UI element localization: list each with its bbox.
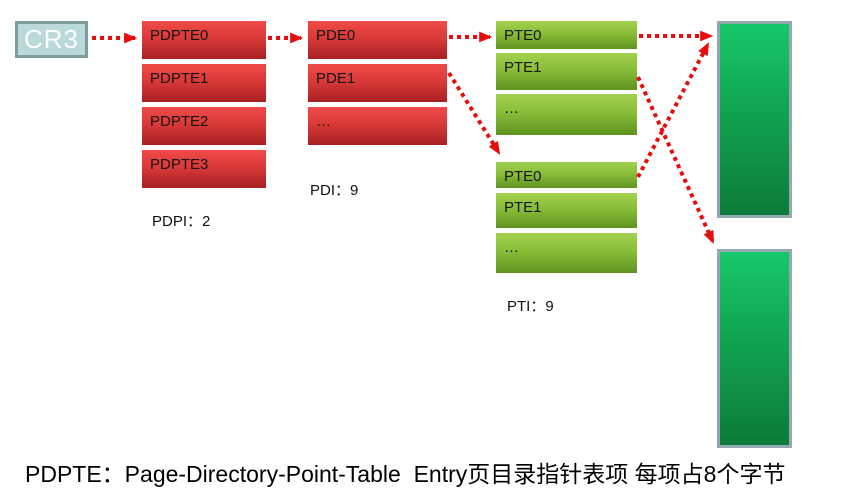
physical-page-1 bbox=[717, 21, 792, 218]
cr3-label: CR3 bbox=[23, 24, 79, 54]
caption-text: PDPTE：Page-Directory-Point-Table Entry页目… bbox=[25, 461, 786, 487]
arrow-pde1-to-pte0-table2 bbox=[447, 71, 501, 155]
pt2-row-ellipsis: … bbox=[496, 233, 637, 273]
pt1-row-pte1: PTE1 bbox=[496, 53, 637, 90]
pdpt-row-pdpte1: PDPTE1 bbox=[142, 64, 266, 102]
pdpi-index-label: PDPI：2 bbox=[152, 213, 211, 230]
pt2-row-pte0: PTE0 bbox=[496, 162, 637, 188]
pdpt-row-pdpte3: PDPTE3 bbox=[142, 150, 266, 188]
pt1-row-pte0: PTE0 bbox=[496, 21, 637, 49]
pd-row-pde0: PDE0 bbox=[308, 21, 447, 59]
pd-row-ellipsis: … bbox=[308, 107, 447, 145]
pdi-index-label: PDI：9 bbox=[310, 182, 359, 199]
pdpt-row-pdpte0: PDPTE0 bbox=[142, 21, 266, 59]
pt-table-1: PTE0 PTE1 … bbox=[496, 21, 637, 139]
physical-page-2 bbox=[717, 249, 792, 448]
pt1-row-ellipsis: … bbox=[496, 94, 637, 135]
pdpt-table: PDPTE0 PDPTE1 PDPTE2 PDPTE3 bbox=[142, 21, 266, 193]
pti-index-label: PTI：9 bbox=[507, 298, 554, 315]
pdpt-row-pdpte2: PDPTE2 bbox=[142, 107, 266, 145]
pd-table: PDE0 PDE1 … bbox=[308, 21, 447, 150]
cr3-register-box: CR3 bbox=[15, 21, 88, 58]
pd-row-pde1: PDE1 bbox=[308, 64, 447, 102]
pt-table-2: PTE0 PTE1 … bbox=[496, 162, 637, 278]
arrow-pte1-table1-to-page2 bbox=[636, 76, 715, 244]
arrow-pte0-table2-to-page1 bbox=[636, 42, 710, 178]
pt2-row-pte1: PTE1 bbox=[496, 193, 637, 228]
